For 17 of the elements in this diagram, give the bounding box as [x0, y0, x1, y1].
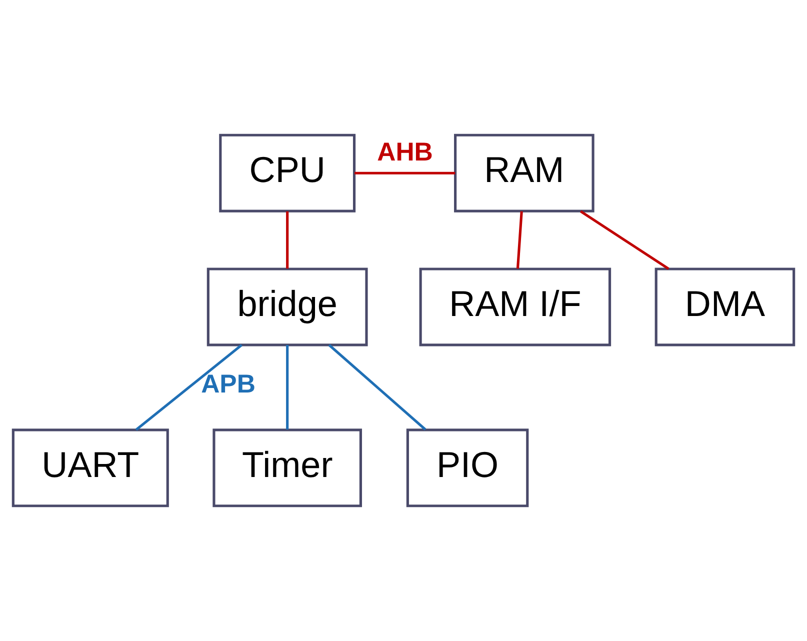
node-box: RAM I/F	[419, 268, 612, 346]
connector	[516, 211, 523, 269]
node-box: Timer	[212, 428, 362, 508]
connector	[580, 210, 670, 270]
connector	[135, 344, 242, 431]
edge-label: AHB	[377, 138, 433, 166]
connector	[286, 345, 289, 430]
node-box: PIO	[406, 428, 529, 508]
node-box: CPU	[219, 134, 356, 212]
node-box: RAM	[454, 134, 594, 212]
node-box: bridge	[206, 268, 368, 346]
node-box: UART	[12, 428, 169, 508]
connector	[286, 211, 289, 269]
connector	[354, 172, 456, 174]
node-box: DMA	[654, 268, 796, 346]
connector	[328, 344, 426, 430]
edge-label: APB	[201, 370, 256, 399]
